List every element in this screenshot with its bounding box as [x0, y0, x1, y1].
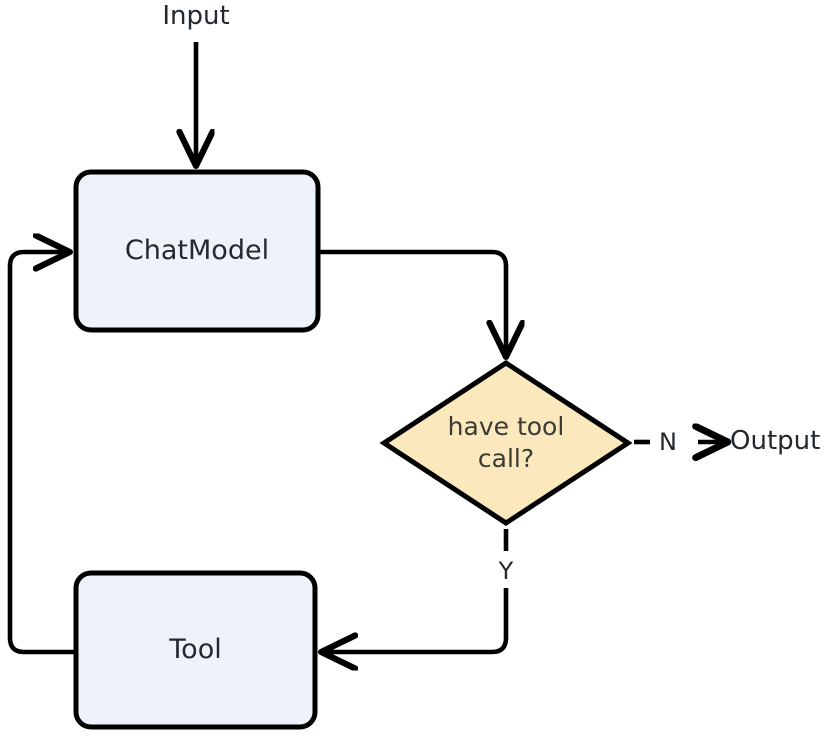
- node-chatmodel-box[interactable]: [73, 169, 321, 333]
- node-decision-diamond[interactable]: [379, 360, 633, 526]
- edge-yes-to-tool: [323, 588, 509, 652]
- edge-chatmodel-to-decision: [318, 249, 506, 355]
- node-tool-box[interactable]: [73, 570, 318, 730]
- edge-tool-to-chatmodel: [7, 252, 76, 655]
